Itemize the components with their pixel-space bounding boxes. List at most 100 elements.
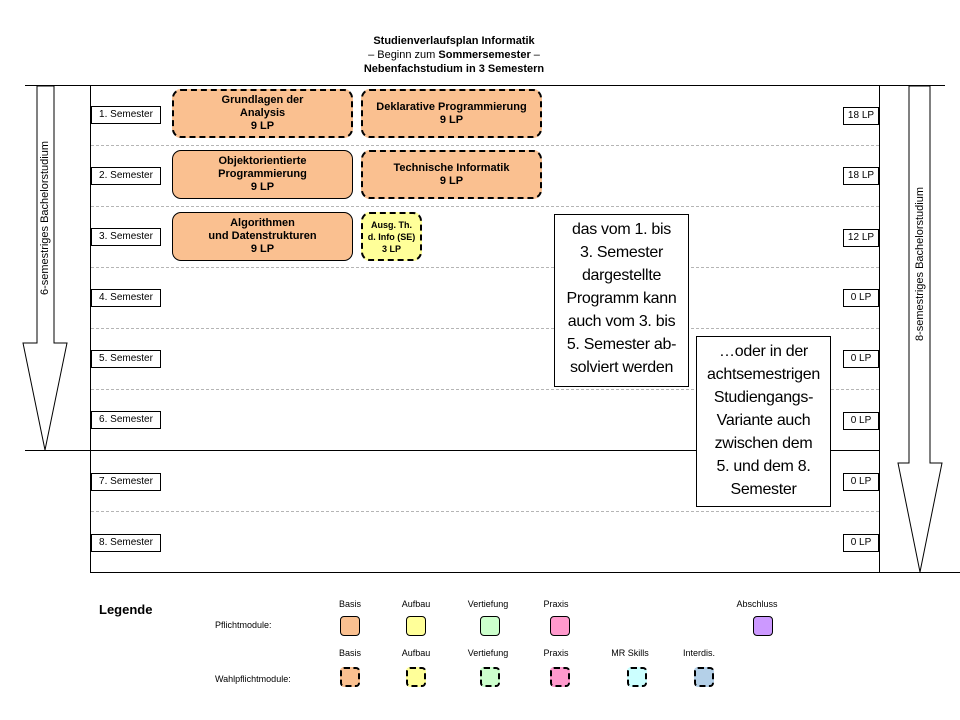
legend-head-abschluss: Abschluss xyxy=(736,599,778,609)
credit-points-label: 0 LP xyxy=(843,473,879,491)
module-deklarative-programmierung: Deklarative Programmierung 9 LP xyxy=(361,89,542,138)
note-line: Programm kann xyxy=(566,290,677,307)
module-title: Technische Informatik xyxy=(393,161,510,174)
semester-label: 5. Semester xyxy=(91,350,161,368)
legend-swatch-mr-skills-wahl xyxy=(627,667,647,687)
title-line-3: Nebenfachstudium in 3 Semestern xyxy=(363,63,545,75)
legend-swatch-interdis-wahl xyxy=(694,667,714,687)
module-objektorientierte-programmierung: Objektorientierte Programmierung 9 LP xyxy=(172,150,353,199)
legend-head-basis: Basis xyxy=(338,599,361,609)
title-line-2-bold: Sommersemester xyxy=(438,49,531,61)
grid-right-border xyxy=(879,85,880,573)
diagram-title: Studienverlaufsplan Informatik – Beginn … xyxy=(300,34,608,76)
legend-title: Legende xyxy=(99,602,153,617)
title-line-2: – Beginn zum Sommersemester – xyxy=(300,48,608,62)
module-credits: 9 LP xyxy=(250,181,275,193)
note-line: zwischen dem xyxy=(714,435,813,452)
module-title: Ausg. Th. xyxy=(371,219,412,230)
module-title: d. Info (SE) xyxy=(367,231,416,242)
legend-head-aufbau: Aufbau xyxy=(401,599,431,609)
top-border-line xyxy=(25,85,945,86)
credit-points-label: 12 LP xyxy=(843,229,879,247)
semester-label: 3. Semester xyxy=(91,228,161,246)
row-divider xyxy=(91,389,879,390)
row-divider xyxy=(91,511,879,512)
legend-pflicht-label: Pflichtmodule: xyxy=(215,620,272,630)
semester-label: 7. Semester xyxy=(91,473,161,491)
legend-head-vertiefung: Vertiefung xyxy=(467,599,509,609)
module-title: und Datenstrukturen xyxy=(208,230,317,242)
note-line: Semester xyxy=(730,481,797,498)
right-arrow-label: 8-semestriges Bachelorstudium xyxy=(914,186,926,342)
module-technische-informatik: Technische Informatik 9 LP xyxy=(361,150,542,199)
legend-swatch-basis xyxy=(340,616,360,636)
semester-label: 1. Semester xyxy=(91,106,161,124)
title-line-1: Studienverlaufsplan Informatik xyxy=(373,35,535,47)
row-divider xyxy=(91,267,879,268)
module-algorithmen-datenstrukturen: Algorithmen und Datenstrukturen 9 LP xyxy=(172,212,353,261)
grid-left-border xyxy=(90,85,91,573)
note-eight-semester-variant: …oder in der achtsemestrigen Studiengang… xyxy=(696,336,831,507)
legend-head-vertiefung: Vertiefung xyxy=(467,648,509,658)
legend-swatch-aufbau xyxy=(406,616,426,636)
module-title: Analysis xyxy=(239,107,286,119)
module-title: Algorithmen xyxy=(230,217,295,229)
note-line: achtsemestrigen xyxy=(707,366,820,383)
six-semester-divider xyxy=(25,450,880,451)
module-ausgewaehlte-themen: Ausg. Th. d. Info (SE) 3 LP xyxy=(361,212,422,261)
module-credits: 9 LP xyxy=(439,174,464,187)
bottom-border-line xyxy=(90,572,960,573)
semester-label: 8. Semester xyxy=(91,534,161,552)
note-line: 5. und dem 8. xyxy=(716,458,811,475)
note-line: 3. Semester xyxy=(580,244,663,261)
legend-swatch-vertiefung-wahl xyxy=(480,667,500,687)
module-credits: 9 LP xyxy=(439,113,464,126)
semester-label: 2. Semester xyxy=(91,167,161,185)
legend-swatch-basis-wahl xyxy=(340,667,360,687)
legend-swatch-aufbau-wahl xyxy=(406,667,426,687)
note-line: Variante auch xyxy=(716,412,811,429)
semester-label: 4. Semester xyxy=(91,289,161,307)
legend-swatch-praxis xyxy=(550,616,570,636)
row-divider xyxy=(91,328,879,329)
note-line: dargestellte xyxy=(581,267,662,284)
note-semester-shift: das vom 1. bis 3. Semester dargestellte … xyxy=(554,214,689,387)
module-title: Programmierung xyxy=(218,168,307,180)
credit-points-label: 0 LP xyxy=(843,350,879,368)
note-line: auch vom 3. bis xyxy=(567,313,676,330)
module-credits: 3 LP xyxy=(381,243,401,254)
semester-label: 6. Semester xyxy=(91,411,161,429)
title-line-2-post: – xyxy=(530,49,540,61)
legend-head-praxis: Praxis xyxy=(543,599,569,609)
credit-points-label: 0 LP xyxy=(843,534,879,552)
note-line: solviert werden xyxy=(569,359,674,376)
module-credits: 9 LP xyxy=(250,243,275,255)
left-arrow-label: 6-semestriges Bachelorstudium xyxy=(39,140,51,296)
module-title: Objektorientierte xyxy=(218,155,307,167)
legend-head-mr-skills: MR Skills xyxy=(611,648,649,658)
credit-points-label: 18 LP xyxy=(843,167,879,185)
row-divider xyxy=(91,145,879,146)
note-line: das vom 1. bis xyxy=(572,221,671,238)
legend-swatch-abschluss xyxy=(753,616,773,636)
legend-head-basis: Basis xyxy=(338,648,361,658)
legend-head-praxis: Praxis xyxy=(543,648,569,658)
legend-swatch-vertiefung xyxy=(480,616,500,636)
left-arrow-6-semester xyxy=(22,85,68,451)
module-title: Grundlagen der xyxy=(221,94,304,106)
credit-points-label: 0 LP xyxy=(843,412,879,430)
right-arrow-8-semester xyxy=(897,85,943,573)
title-line-2-pre: – Beginn zum xyxy=(368,49,439,61)
legend-wahl-label: Wahlpflichtmodule: xyxy=(215,674,291,684)
legend-head-aufbau: Aufbau xyxy=(401,648,431,658)
note-line: 5. Semester ab- xyxy=(566,336,677,353)
credit-points-label: 0 LP xyxy=(843,289,879,307)
credit-points-label: 18 LP xyxy=(843,107,879,125)
legend-head-interdis: Interdis. xyxy=(682,648,715,658)
legend-swatch-praxis-wahl xyxy=(550,667,570,687)
note-line: …oder in der xyxy=(719,343,808,360)
module-credits: 9 LP xyxy=(250,120,275,132)
module-title: Deklarative Programmierung xyxy=(376,100,527,113)
row-divider xyxy=(91,206,879,207)
